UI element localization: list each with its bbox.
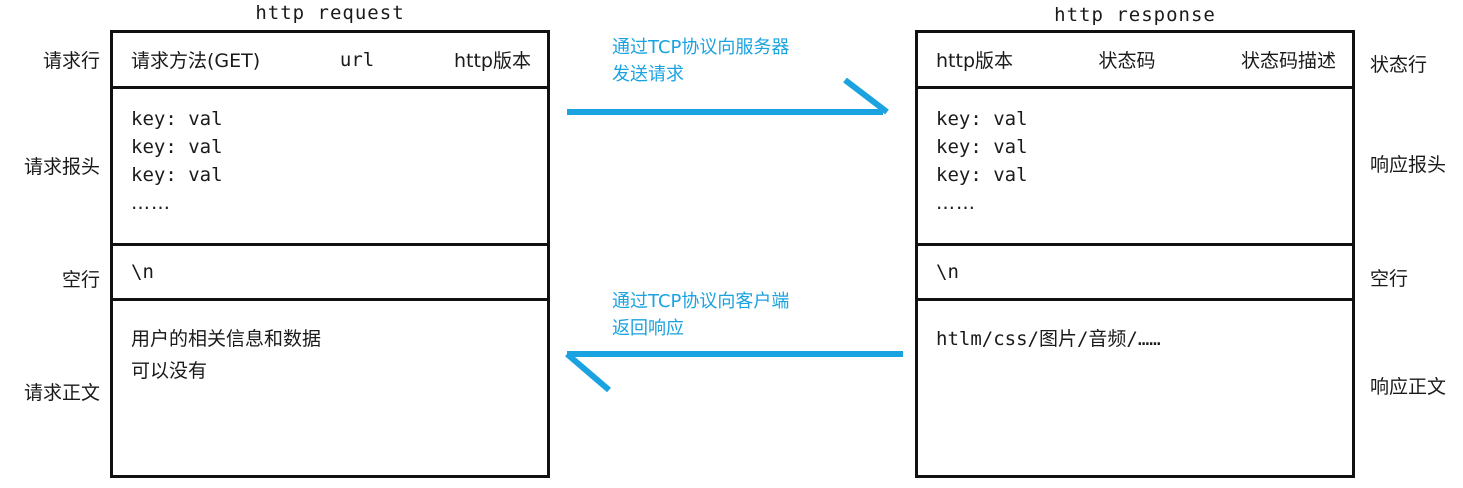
response-header-ellipsis: …… (936, 192, 976, 214)
response-side-label-body: 响应正文 (1370, 376, 1447, 398)
request-side-label-start-line: 请求行 (42, 50, 100, 72)
request-header-line-2: key: val (131, 136, 223, 158)
arrow-left-icon (565, 351, 903, 393)
response-body-line-1: htlm/css/图片/音频/…… (936, 328, 1161, 350)
response-headers-row: key: val key: val key: val …… (918, 86, 1352, 243)
response-blank-line-text: \n (936, 261, 959, 283)
request-start-line-row: 请求方法(GET) url http版本 (113, 33, 547, 86)
flow-return-response-text: 通过TCP协议向客户端 返回响应 (612, 288, 789, 342)
request-url-label: url (339, 48, 375, 71)
response-status-line-row: http版本 状态码 状态码描述 (918, 33, 1352, 86)
request-blank-line-text: \n (131, 261, 154, 283)
response-header-line-3: key: val (936, 164, 1028, 186)
http-request-box: 请求方法(GET) url http版本 key: val key: val k… (110, 30, 550, 478)
request-header-ellipsis: …… (131, 192, 171, 214)
flow-send-request-line-1: 通过TCP协议向服务器 (612, 37, 790, 58)
http-response-box: http版本 状态码 状态码描述 key: val key: val key: … (915, 30, 1355, 478)
response-box-caption: http response (1054, 4, 1216, 26)
response-side-label-status-line: 状态行 (1370, 54, 1428, 76)
request-method-label: 请求方法(GET) (131, 50, 261, 72)
flow-return-response-line-2: 返回响应 (612, 318, 684, 339)
request-body-line-2: 可以没有 (131, 360, 208, 382)
request-side-label-body: 请求正文 (23, 382, 100, 404)
request-header-line-1: key: val (131, 108, 223, 130)
flow-return-response-line-1: 通过TCP协议向客户端 (612, 291, 790, 312)
response-side-label-headers: 响应报头 (1370, 154, 1447, 176)
request-side-label-headers: 请求报头 (23, 156, 100, 178)
request-box-caption: http request (255, 2, 405, 24)
flow-send-request-text: 通过TCP协议向服务器 发送请求 (612, 34, 789, 88)
request-http-version-label: http版本 (453, 50, 531, 72)
request-body-line-1: 用户的相关信息和数据 (131, 328, 322, 350)
request-side-label-blank-line: 空行 (61, 269, 100, 291)
request-headers-row: key: val key: val key: val …… (113, 86, 547, 243)
request-header-line-3: key: val (131, 164, 223, 186)
response-header-line-1: key: val (936, 108, 1028, 130)
response-body-row: htlm/css/图片/音频/…… (918, 298, 1352, 475)
request-blank-line-row: \n (113, 243, 547, 298)
request-body-row: 用户的相关信息和数据 可以没有 (113, 298, 547, 475)
response-status-code-label: 状态码 (1098, 50, 1156, 72)
response-status-desc-label: 状态码描述 (1240, 50, 1336, 72)
response-http-version-label: http版本 (936, 50, 1014, 72)
response-side-label-blank-line: 空行 (1370, 268, 1409, 290)
response-blank-line-row: \n (918, 243, 1352, 298)
arrow-right-icon (567, 78, 889, 115)
flow-send-request-line-2: 发送请求 (612, 64, 684, 85)
response-header-line-2: key: val (936, 136, 1028, 158)
